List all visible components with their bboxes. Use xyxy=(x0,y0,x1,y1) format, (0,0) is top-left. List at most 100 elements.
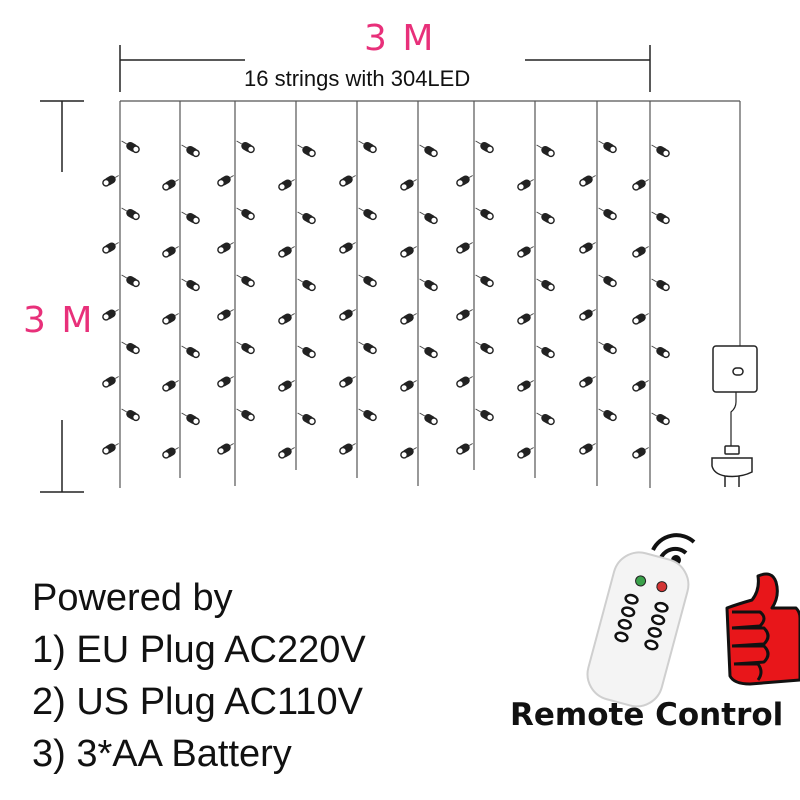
led-bulb xyxy=(121,341,140,355)
led-bulb xyxy=(102,175,119,187)
thumbs-up-icon xyxy=(725,572,800,686)
led-bulb xyxy=(456,242,473,254)
led-bulb xyxy=(102,309,119,321)
led-bulb xyxy=(162,447,179,459)
led-bulb xyxy=(121,140,140,154)
led-bulb xyxy=(236,274,255,288)
controller-box-icon xyxy=(712,345,758,448)
led-bulb xyxy=(536,345,555,359)
led-bulb xyxy=(419,412,438,426)
led-bulb xyxy=(456,376,473,388)
led-bulb xyxy=(475,207,494,221)
led-bulb xyxy=(162,380,179,392)
led-bulb xyxy=(536,278,555,292)
led-bulb xyxy=(181,278,200,292)
led-bulb xyxy=(517,313,534,325)
led-bulb xyxy=(236,207,255,221)
led-bulb xyxy=(400,313,417,325)
led-bulb xyxy=(419,278,438,292)
led-bulb xyxy=(400,246,417,258)
led-bulb xyxy=(236,140,255,154)
led-bulb xyxy=(598,341,617,355)
power-option-eu: 1) EU Plug AC220V xyxy=(32,629,366,671)
led-bulb xyxy=(102,376,119,388)
width-dimension xyxy=(119,45,651,92)
power-option-battery: 3) 3*AA Battery xyxy=(32,733,292,775)
led-bulb xyxy=(517,380,534,392)
top-wire xyxy=(120,100,741,346)
plug-icon xyxy=(711,445,753,487)
led-bulb xyxy=(297,345,316,359)
led-bulb xyxy=(358,274,377,288)
led-bulb xyxy=(419,144,438,158)
led-bulb xyxy=(217,376,234,388)
led-bulb xyxy=(598,140,617,154)
led-bulb xyxy=(456,309,473,321)
led-bulb xyxy=(162,179,179,191)
led-bulb xyxy=(632,380,649,392)
power-title: Powered by xyxy=(32,577,233,619)
led-bulb xyxy=(358,140,377,154)
height-dimension xyxy=(40,100,84,493)
led-bulb xyxy=(236,408,255,422)
led-bulb xyxy=(598,408,617,422)
led-bulb xyxy=(297,211,316,225)
led-bulb xyxy=(632,447,649,459)
led-bulb xyxy=(297,412,316,426)
led-bulb xyxy=(400,179,417,191)
led-bulb xyxy=(121,408,140,422)
led-bulb xyxy=(181,412,200,426)
led-bulb xyxy=(579,309,596,321)
led-bulb xyxy=(339,175,356,187)
led-bulb xyxy=(400,447,417,459)
led-bulb xyxy=(236,341,255,355)
led-bulb xyxy=(579,376,596,388)
led-bulb xyxy=(536,412,555,426)
led-bulb xyxy=(517,179,534,191)
led-bulb xyxy=(536,211,555,225)
led-bulb xyxy=(162,313,179,325)
led-bulb xyxy=(651,278,670,292)
led-bulb xyxy=(297,278,316,292)
led-bulb xyxy=(632,246,649,258)
height-label: 3 M xyxy=(23,300,95,341)
led-bulb xyxy=(579,175,596,187)
led-bulb xyxy=(517,246,534,258)
led-bulb xyxy=(217,309,234,321)
led-bulb xyxy=(181,211,200,225)
led-bulb xyxy=(358,408,377,422)
led-bulb xyxy=(632,179,649,191)
led-strings xyxy=(102,101,670,488)
led-bulb xyxy=(278,447,295,459)
led-bulb xyxy=(651,144,670,158)
width-label: 3 M xyxy=(364,18,436,59)
led-bulb xyxy=(181,144,200,158)
power-option-us: 2) US Plug AC110V xyxy=(32,681,363,723)
led-bulb xyxy=(651,345,670,359)
led-bulb xyxy=(181,345,200,359)
led-bulb xyxy=(475,140,494,154)
led-bulb xyxy=(297,144,316,158)
led-bulb xyxy=(475,274,494,288)
led-bulb xyxy=(121,207,140,221)
led-bulb xyxy=(579,242,596,254)
led-bulb xyxy=(278,246,295,258)
led-bulb xyxy=(475,341,494,355)
led-bulb xyxy=(339,443,356,455)
led-bulb xyxy=(162,246,179,258)
led-bulb xyxy=(651,412,670,426)
led-bulb xyxy=(102,242,119,254)
led-bulb xyxy=(102,443,119,455)
led-bulb xyxy=(217,242,234,254)
led-bulb xyxy=(400,380,417,392)
led-bulb xyxy=(475,408,494,422)
strings-label: 16 strings with 304LED xyxy=(244,66,471,91)
led-bulb xyxy=(278,380,295,392)
led-bulb xyxy=(579,443,596,455)
led-bulb xyxy=(217,443,234,455)
led-bulb xyxy=(598,274,617,288)
led-bulb xyxy=(536,144,555,158)
led-bulb xyxy=(651,211,670,225)
power-options: Powered by 1) EU Plug AC220V 2) US Plug … xyxy=(32,572,366,780)
